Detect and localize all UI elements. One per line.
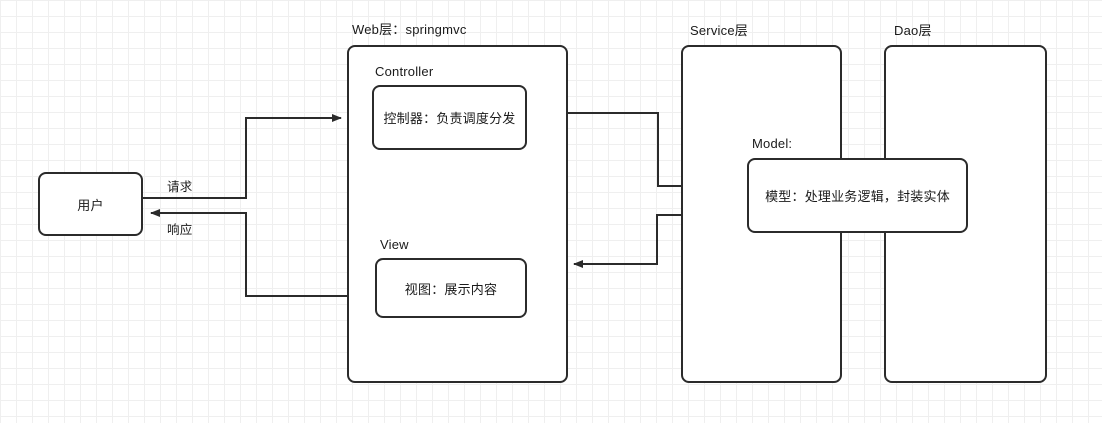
user-node-label: 用户 (77, 197, 104, 213)
controller-caption: Controller (375, 64, 434, 79)
view-node[interactable]: 视图：展示内容 (375, 258, 527, 318)
response-edge (150, 209, 347, 297)
dao-layer-caption: Dao层 (894, 23, 932, 38)
controller-node[interactable]: 控制器：负责调度分发 (372, 85, 527, 150)
view-caption: View (380, 237, 409, 252)
model-node-label: 模型：处理业务逻辑，封装实体 (765, 189, 950, 204)
model-node[interactable]: 模型：处理业务逻辑，封装实体 (747, 158, 968, 233)
request-edge (143, 114, 342, 199)
service-layer-caption: Service层 (690, 23, 748, 38)
view-node-label: 视图：展示内容 (404, 281, 498, 297)
controller-node-label: 控制器：负责调度分发 (383, 111, 516, 126)
request-edge-label: 请求 (167, 180, 193, 194)
user-node[interactable]: 用户 (38, 172, 143, 236)
model-caption: Model: (752, 136, 793, 151)
web-layer-caption: Web层：springmvc (352, 22, 467, 37)
response-edge-label: 响应 (167, 223, 193, 237)
